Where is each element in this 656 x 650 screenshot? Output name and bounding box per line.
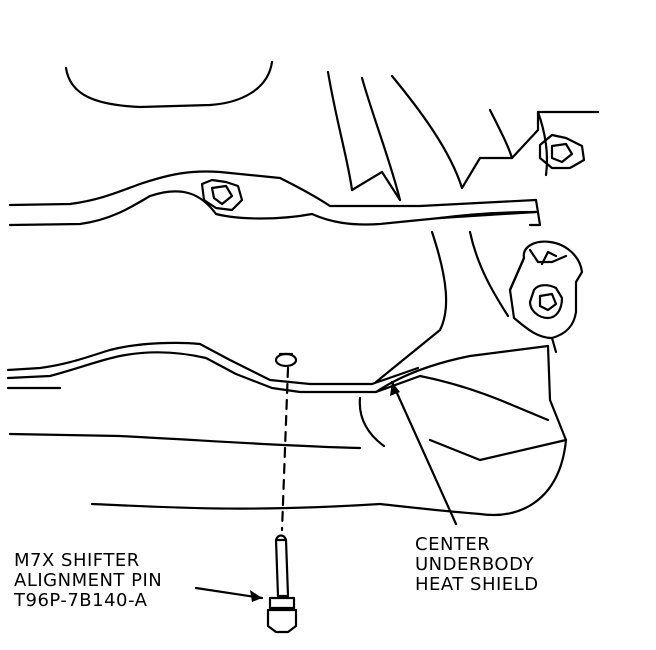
lower-flange (6, 341, 550, 394)
pin-label-line-2: ALIGNMENT PIN (14, 570, 163, 591)
alignment-dashed-line (280, 366, 290, 532)
pin-alignment-hole (274, 352, 298, 368)
shifter-alignment-pin (266, 534, 298, 634)
heat-shield-label: CENTER UNDERBODY HEAT SHIELD (415, 535, 539, 595)
upper-flange (8, 170, 542, 227)
right-clip-nut (538, 133, 586, 170)
upper-arc-outline (64, 60, 274, 109)
pin-label-line-1: M7X SHIFTER (14, 550, 140, 571)
shield-label-line-1: CENTER (415, 534, 491, 555)
lower-shield-body (8, 344, 568, 517)
pin-leader-line (194, 586, 264, 600)
tunnel-housing (326, 70, 600, 202)
shield-arrowhead (390, 382, 400, 396)
right-mount-bracket (508, 240, 584, 354)
pin-arrowhead (250, 590, 262, 602)
pin-label-line-3: T96P-7B140-A (14, 590, 148, 611)
shield-label-line-2: UNDERBODY (415, 554, 534, 575)
shield-label-line-3: HEAT SHIELD (415, 574, 539, 595)
shield-leader-line (390, 380, 458, 526)
upper-nut (200, 178, 244, 212)
tunnel-side-edge (374, 230, 448, 384)
shifter-alignment-pin-label: M7X SHIFTER ALIGNMENT PIN T96P-7B140-A (14, 551, 162, 611)
